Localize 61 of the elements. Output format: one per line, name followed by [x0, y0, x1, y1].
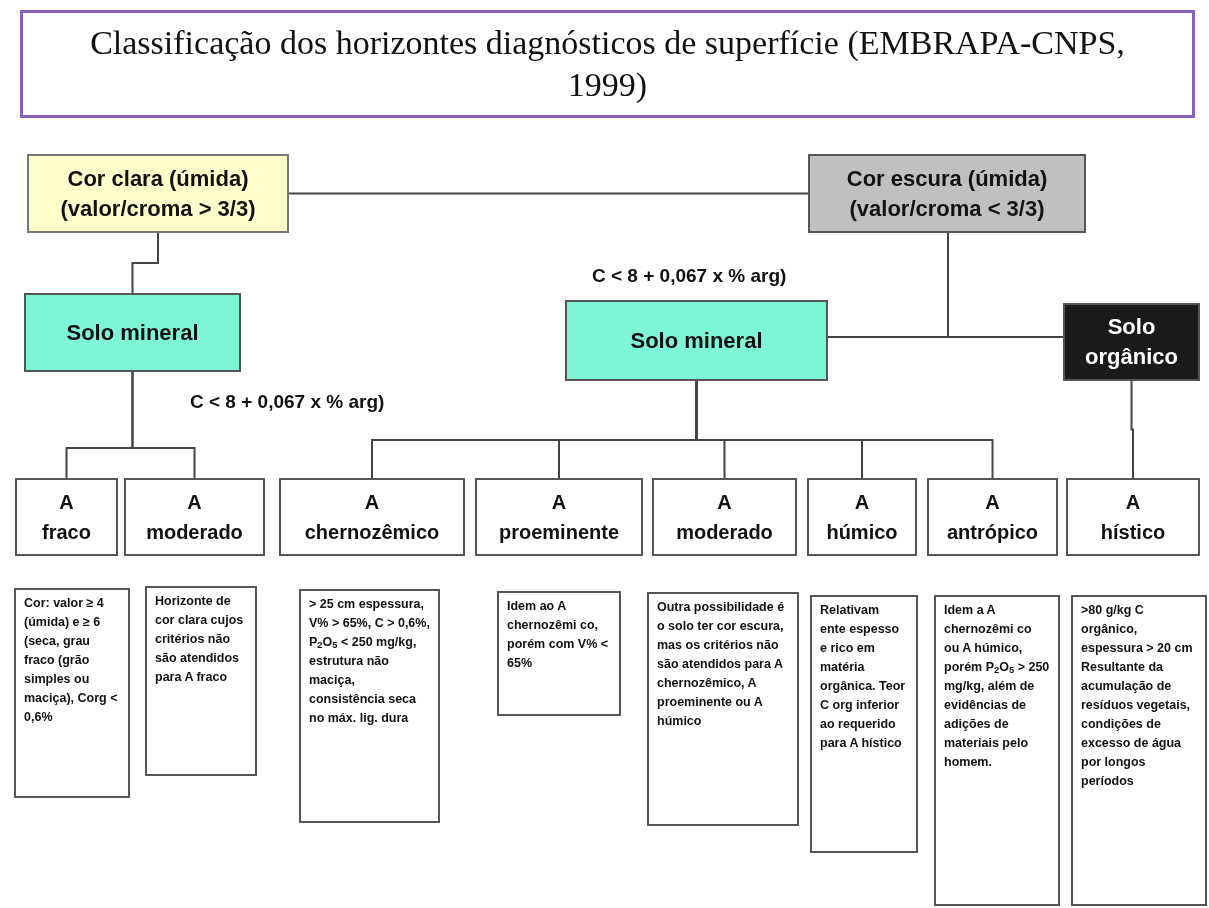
description-text: Cor: valor ≥ 4 (úmida) e ≥ 6 (seca, grau fraco (grão simples ou maciça), Corg < 0,6% [24, 595, 119, 726]
class-box [124, 478, 265, 556]
class-box [475, 478, 643, 556]
class-box [927, 478, 1058, 556]
class-label: (valor/croma < 3/3) [849, 194, 1045, 223]
class-box [279, 478, 465, 556]
connector-line [695, 380, 994, 479]
description-text: Horizonte de cor clara cujos critérios não são atendidos para A fraco [155, 593, 245, 686]
class-label: A [59, 490, 74, 515]
class-box [15, 478, 118, 556]
description-box [1071, 595, 1207, 906]
class-label: A [985, 490, 1000, 515]
class-label: chernozêmico [304, 520, 440, 545]
class-box [807, 478, 917, 556]
class-label: A [364, 490, 380, 515]
class-label: Solo orgânico [1084, 313, 1179, 371]
connector-line [131, 232, 159, 294]
description-box [497, 591, 621, 716]
class-label: proeminente [499, 520, 619, 545]
class-label: A [551, 490, 567, 515]
class-label: (valor/croma > 3/3) [60, 194, 256, 223]
class-box [24, 293, 241, 372]
connector-line [1130, 380, 1134, 479]
description-box [145, 586, 257, 776]
title: Classificação dos horizontes diagnósticos de superfície (EMBRAPA-CNPS, 1999) [89, 23, 1126, 105]
condition-label: C < 8 + 0,067 x % arg) [190, 390, 385, 414]
class-label: antrópico [946, 520, 1039, 545]
description-box [14, 588, 130, 798]
class-label: A [1125, 490, 1141, 515]
class-box [1063, 303, 1200, 381]
description-text: >80 g/kg C orgânico, espessura > 20 cm Resultante da acumulação de resíduos vegetais, condições de excesso de água por longos períodos [1081, 602, 1194, 790]
class-box [652, 478, 797, 556]
description-box [810, 595, 918, 853]
class-label: A [187, 490, 202, 515]
class-box [1066, 478, 1200, 556]
description-box [299, 589, 440, 823]
description-text: Relativam ente espesso e rico em matéria orgânica. Teor C org inferior ao requerido para A hístico [820, 602, 907, 752]
condition-label: C < 8 + 0,067 x % arg) [592, 264, 787, 288]
class-label: fraco [42, 520, 91, 545]
description-text: Outra possibilidade é o solo ter cor escura, mas os critérios não são atendidos para A chernozêmico, A proeminente ou A húmico [657, 599, 786, 730]
class-label: Cor escura (úmida) [846, 164, 1048, 193]
description-box [934, 595, 1060, 906]
class-label: moderado [146, 520, 243, 545]
class-label: Solo mineral [630, 326, 763, 355]
connector-line [947, 232, 1064, 338]
class-label: A [854, 490, 870, 515]
description-text: Idem ao A chernozêmi co, porém com V% < 65% [507, 598, 610, 672]
connector-line [131, 371, 196, 479]
class-label: A [717, 490, 732, 515]
class-label: Cor clara (úmida) [67, 164, 249, 193]
description-box [647, 592, 799, 826]
class-box [565, 300, 828, 381]
description-text: Idem a A chernozêmi co ou A húmico, porém P$_{2}$O$_{5}$ > 250 mg/kg, além de evidências de adições de materiais pelo homem. [944, 602, 1050, 771]
class-box [808, 154, 1086, 233]
class-label: hístico [1100, 520, 1166, 545]
class-label: moderado [676, 520, 773, 545]
connector-line [288, 192, 809, 195]
class-label: húmico [826, 520, 898, 545]
description-text: > 25 cm espessura, V% > 65%, C > 0,6%, P$_{2}$O$_{5}$ < 250 mg/kg, estrutura não maciça, consistência seca no máx. lig. dura [309, 596, 430, 727]
class-box [27, 154, 289, 233]
class-label: Solo mineral [66, 318, 199, 347]
